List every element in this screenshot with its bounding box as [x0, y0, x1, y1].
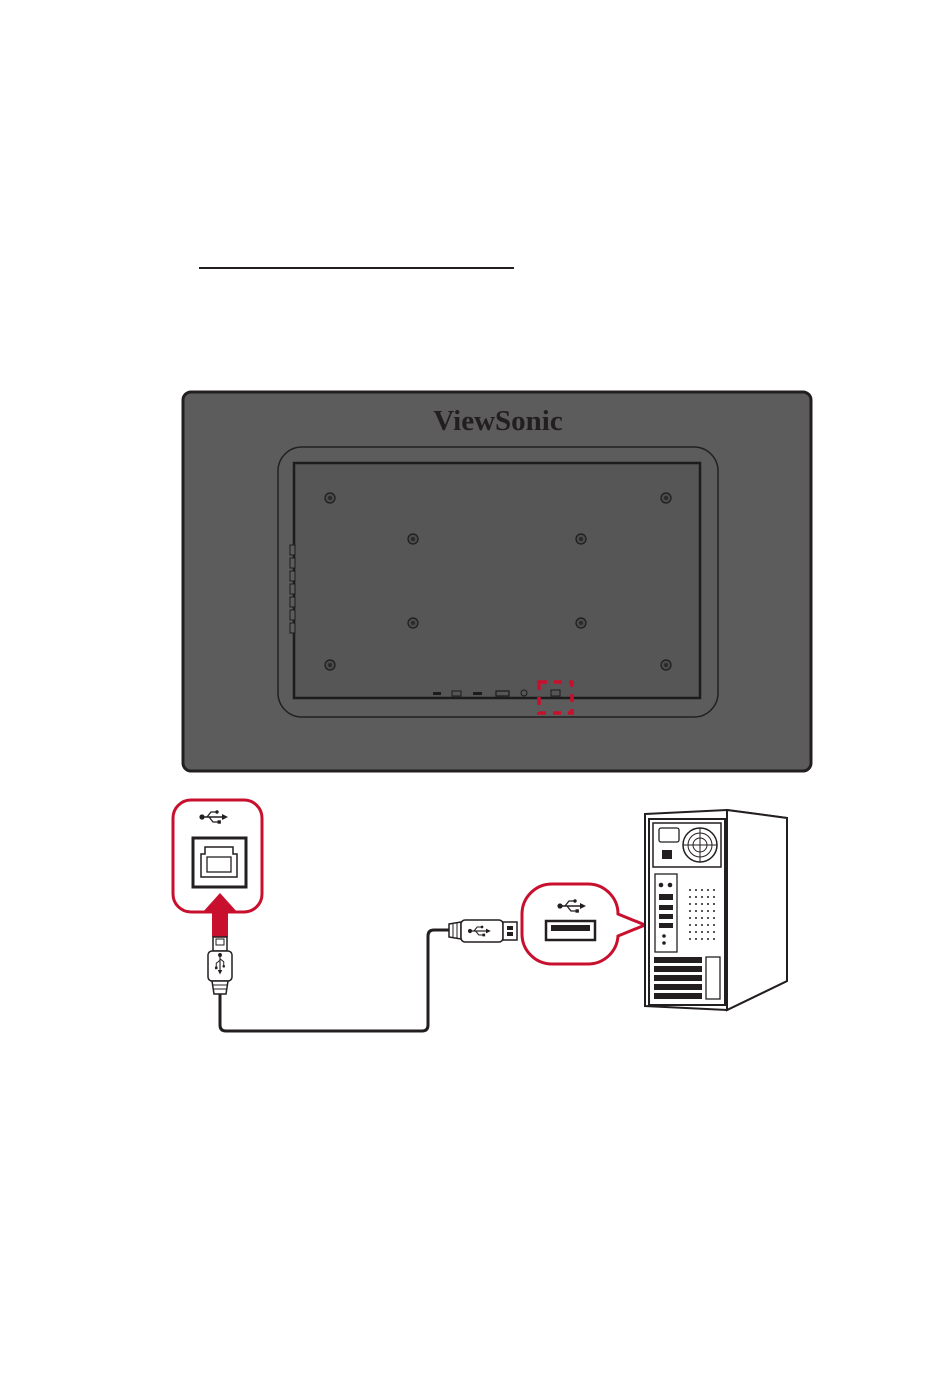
screw-icon: [408, 534, 418, 544]
viewsonic-logo: ViewSonic: [433, 405, 563, 437]
usb-type-b-plug: [208, 937, 232, 994]
usb-cable: [220, 930, 450, 1031]
monitor-usb-callout: [173, 800, 262, 937]
screw-icon: [576, 534, 586, 544]
monitor-rear: ViewSonic: [183, 392, 811, 771]
screw-icon: [661, 493, 671, 503]
screw-icon: [325, 660, 335, 670]
rear-panel-cover: [294, 463, 700, 698]
screw-icon: [576, 618, 586, 628]
screw-icon: [661, 660, 671, 670]
io-shield: [655, 874, 677, 952]
screw-icon: [408, 618, 418, 628]
usb-type-a-plug: [449, 920, 517, 942]
computer-usb-callout: [522, 884, 645, 964]
screw-icon: [325, 493, 335, 503]
side-control-buttons: [290, 545, 295, 633]
desktop-tower: [645, 810, 787, 1010]
